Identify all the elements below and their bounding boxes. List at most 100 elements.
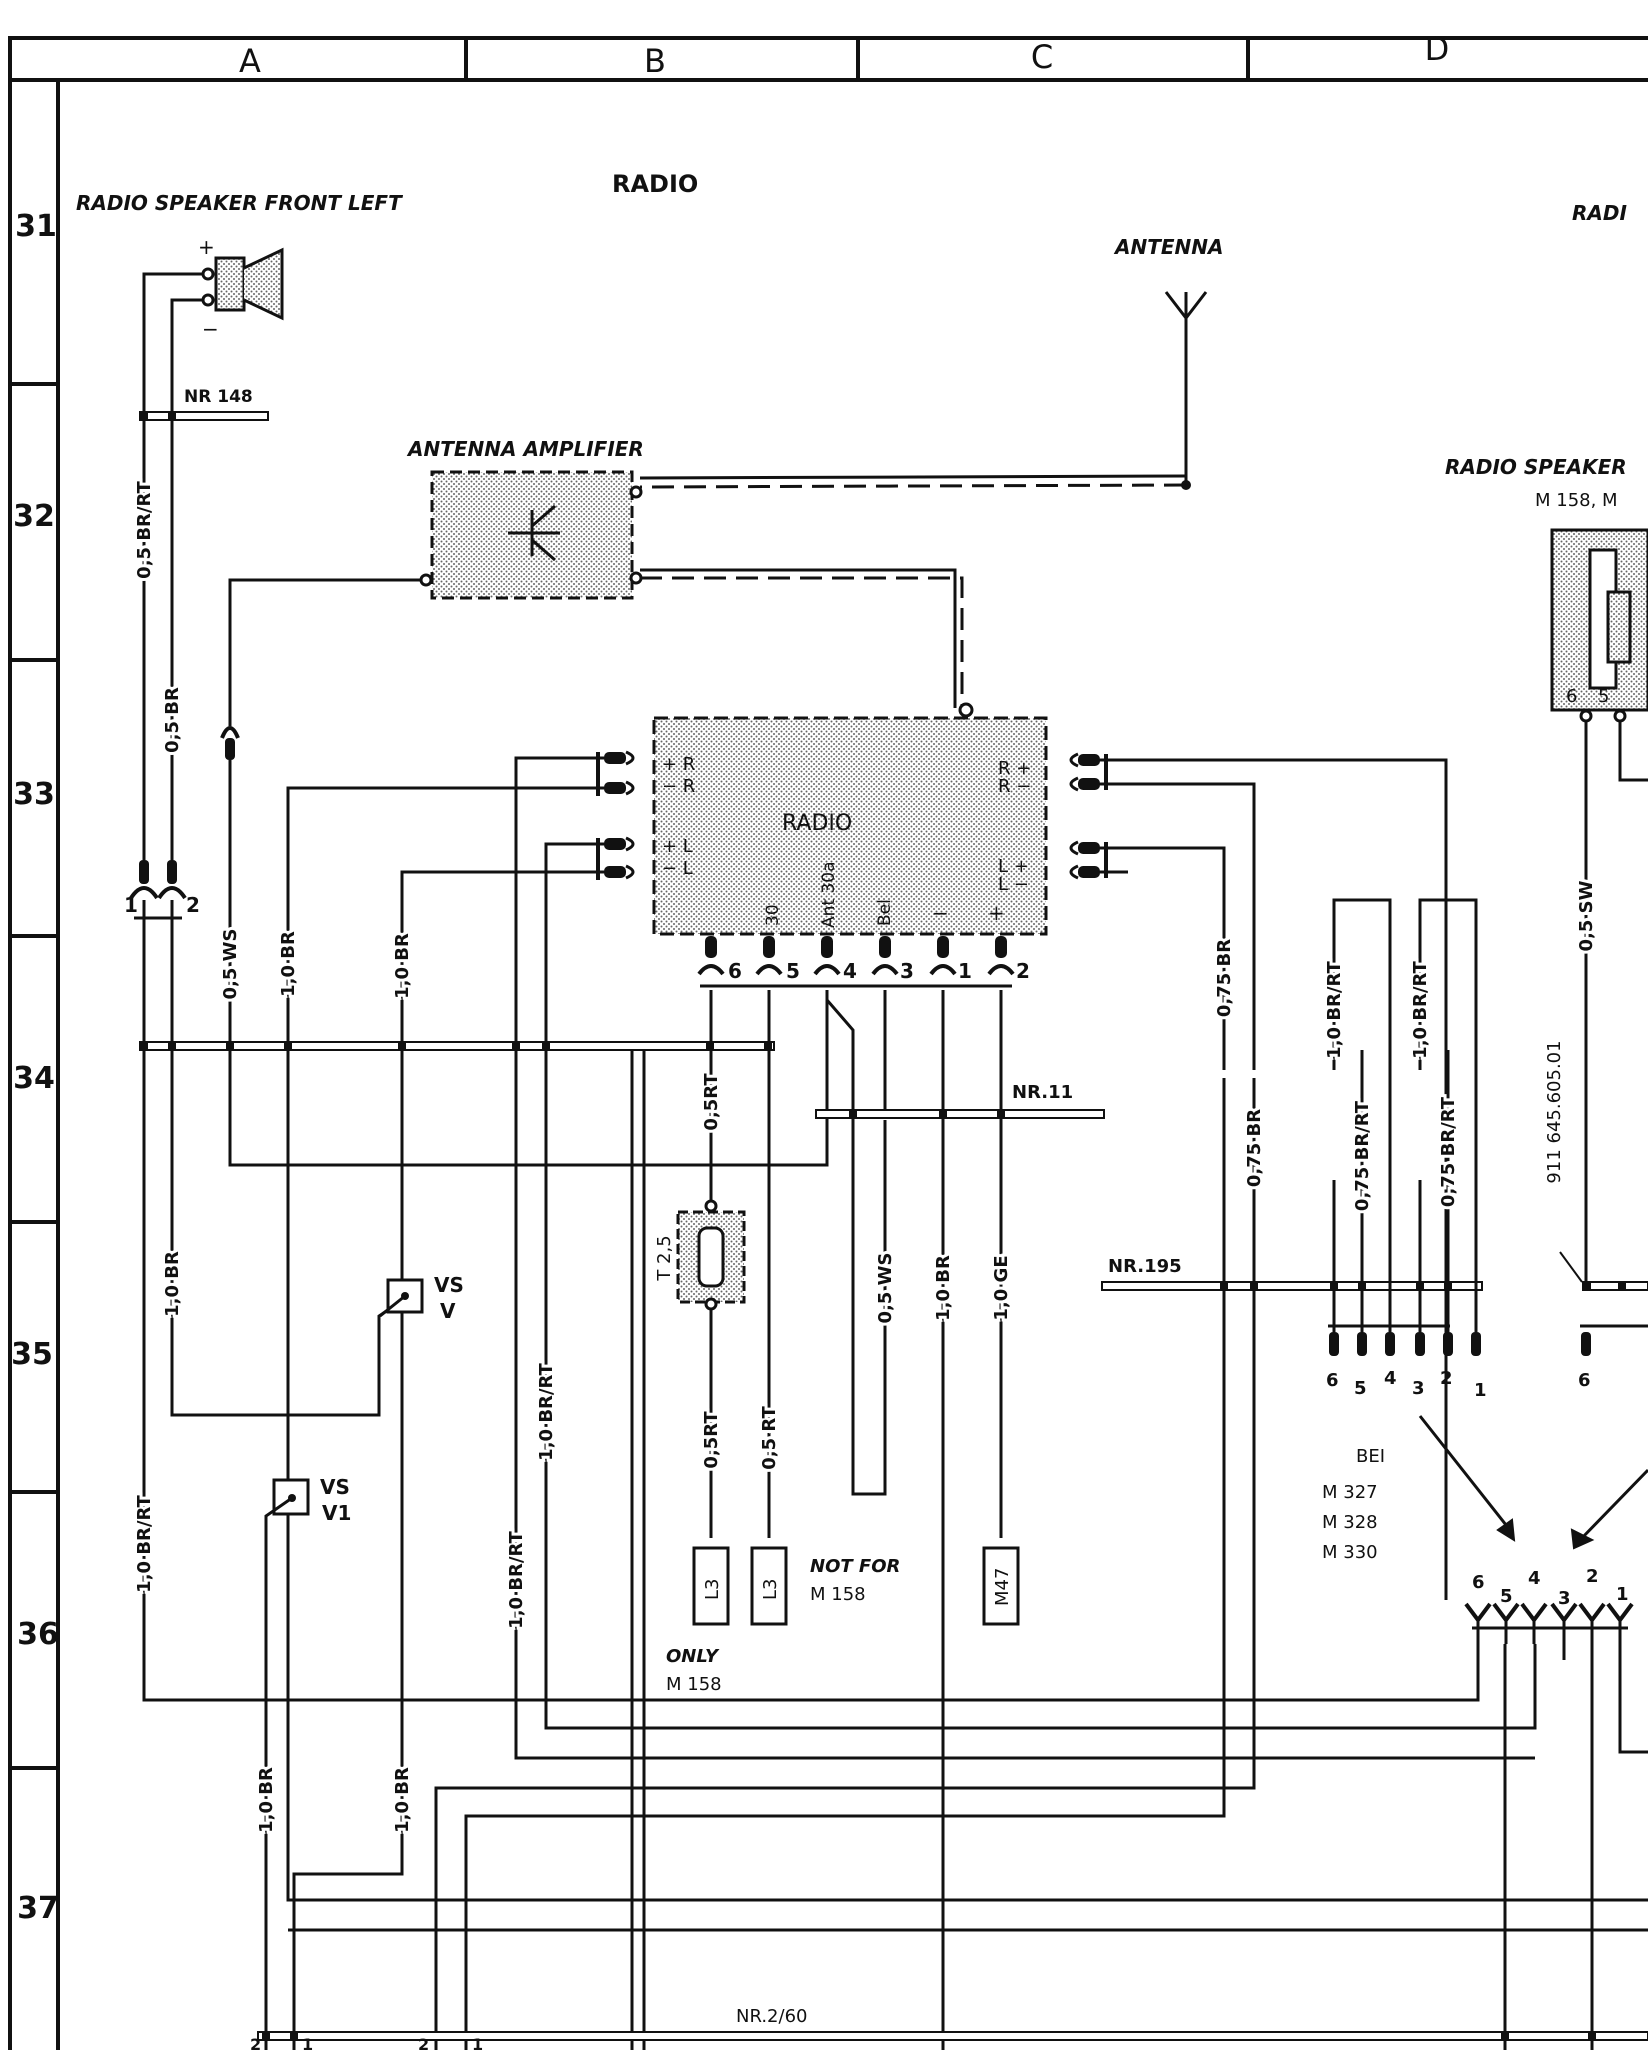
vs-v1-label-1: VS — [320, 1475, 350, 1499]
row-label-34: 34 — [13, 1061, 55, 1096]
note-notfor-line2: M 158 — [810, 1584, 866, 1605]
speaker-right: 6 5 6 — [1550, 528, 1648, 1391]
conn195-pin-2: 2 — [1440, 1368, 1453, 1389]
connector-36: 6 5 4 3 2 1 — [1464, 1566, 1634, 1644]
conn36-pin-1: 1 — [1616, 1584, 1629, 1605]
wire-label-075brrt-a: 0,75 BR/RT — [1352, 1100, 1373, 1211]
bottom-conn-b-1: 1 — [472, 2035, 483, 2050]
column-label-b: B — [644, 42, 666, 80]
bei-label: BEI — [1356, 1446, 1385, 1467]
wire-label-10br-e: 1,0 BR — [256, 1767, 277, 1833]
connector-1-2: 1 2 — [124, 860, 395, 1420]
conn195-pin-4: 4 — [1384, 1368, 1397, 1389]
radio-left-pin-r-minus: − R — [662, 776, 695, 797]
column-label-c: C — [1031, 38, 1053, 76]
harness-nr195: NR.195 6 5 4 3 2 1 — [1101, 898, 1487, 1401]
radio-left-pin-r-plus: + R — [662, 754, 695, 775]
conn36-pin-6: 6 — [1472, 1572, 1485, 1593]
radio-right-pin-l-minus: L − — [998, 874, 1029, 895]
harness-nr11-label: NR.11 — [1012, 1082, 1073, 1103]
harness-nr148: NR 148 — [139, 387, 269, 421]
wire-label-05ws: 0,5 WS — [220, 929, 241, 1000]
radio-right-pin-l-plus: L + — [998, 856, 1029, 877]
wire-label-10br-c: 1,0 BR — [162, 1251, 183, 1317]
radio-conn-1: 1 — [958, 959, 972, 983]
row-label-33: 33 — [13, 777, 55, 812]
note-notfor-line1: NOT FOR — [810, 1556, 900, 1577]
notes: ONLY M 158 NOT FOR M 158 — [666, 1556, 900, 1695]
bottom-conn-a-2: 2 — [250, 2035, 261, 2050]
bei-model-3: M 330 — [1322, 1542, 1378, 1563]
wires-lower — [142, 1050, 1648, 2050]
radio-bottom-connectors: 6 5 4 3 1 2 — [697, 936, 1030, 1115]
wire-label-10brrt-b: 1,0 BR/RT — [506, 1530, 527, 1628]
bottom-conn-b-2: 2 — [418, 2035, 429, 2050]
wire-label-10brrt-d: 1,0 BR/RT — [1324, 960, 1345, 1058]
radio-unit: RADIO + R − R + L − L R + R − L + L − 30… — [652, 716, 1048, 936]
radio-right-title: RADI — [1572, 201, 1627, 225]
radio-pin-30: 30 — [763, 904, 783, 926]
conn36-pin-3: 3 — [1558, 1588, 1571, 1609]
conn195-pin-3: 3 — [1412, 1378, 1425, 1399]
column-label-d: D — [1425, 30, 1450, 68]
speaker-right-pin-6: 6 — [1566, 686, 1577, 707]
wire-label-10br-f: 1,0 BR — [392, 1767, 413, 1833]
wire-label-10ge: 1,0 GE — [991, 1255, 1012, 1320]
conn195-pin-5: 5 — [1354, 1378, 1367, 1399]
wire-label-075br-b: 0,75 BR — [1244, 1109, 1265, 1187]
harness-nr148-label: NR 148 — [184, 387, 253, 407]
radio-conn-5: 5 — [786, 959, 800, 983]
wire-label-05brrt: 0,5 BR/RT — [134, 480, 155, 578]
column-labels: A B C D — [239, 30, 1449, 80]
harness-nr260-label: NR.2/60 — [736, 2006, 807, 2027]
row-label-35: 35 — [11, 1337, 53, 1372]
row-labels: 31 32 33 34 35 36 37 — [11, 209, 59, 1926]
radio-conn-6: 6 — [728, 959, 742, 983]
vs-v-label-1: VS — [434, 1273, 464, 1297]
radio-pin-plus: + — [988, 901, 1005, 925]
wire-label-10br-a: 1,0 BR — [278, 931, 299, 997]
connector-m47-label: M47 — [992, 1568, 1013, 1606]
antenna — [639, 291, 1208, 490]
radio-conn-2: 2 — [1016, 959, 1030, 983]
wire-label-10br-d: 1,0 BR — [933, 1255, 954, 1321]
bei-note: BEI M 327 M 328 M 330 — [1322, 1415, 1648, 1563]
radio-pin-bel: Bel — [875, 899, 895, 926]
note-only-line2: M 158 — [666, 1674, 722, 1695]
harness-nr195-label: NR.195 — [1108, 1256, 1182, 1277]
radio-unit-label: RADIO — [782, 811, 852, 836]
row-label-31: 31 — [15, 209, 57, 244]
antenna-amplifier — [220, 470, 974, 1167]
note-only-line1: ONLY — [666, 1646, 720, 1667]
connector-l3-a-label: L3 — [702, 1579, 723, 1600]
speaker-minus-label: − — [202, 317, 219, 341]
vs-v-label-2: V — [440, 1299, 456, 1323]
speaker-front-left-title: RADIO SPEAKER FRONT LEFT — [76, 191, 403, 215]
vs-connectors: VS V VS V1 — [264, 930, 1648, 1902]
wire-label-10brrt-a: 1,0 BR/RT — [536, 1362, 557, 1460]
connector-pin-2: 2 — [186, 893, 200, 917]
harness-34 — [139, 1041, 775, 2050]
conn195-pin-1: 1 — [1474, 1380, 1487, 1401]
antenna-amplifier-title: ANTENNA AMPLIFIER — [406, 437, 644, 461]
wire-label-05rt-c: 0,5 RT — [759, 1406, 780, 1470]
radio-conn-3: 3 — [900, 959, 914, 983]
connector-l3-b-label: L3 — [760, 1579, 781, 1600]
speaker-right-subtitle: M 158, M — [1535, 490, 1618, 511]
wire-labels: 0,5 BR/RT 0,5 BR 0,5 WS 1,0 BR 1,0 BR 1,… — [131, 477, 1600, 1835]
radio-left-pin-l-plus: + L — [662, 836, 693, 857]
row-label-37: 37 — [17, 1891, 59, 1926]
wires-center: NR.11 M47 L3 L3 — [676, 999, 1105, 2050]
speaker-right-conn-6: 6 — [1578, 1370, 1591, 1391]
wire-label-10brrt-c: 1,0 BR/RT — [134, 1494, 155, 1592]
harness-nr260: NR.2/60 2 1 2 1 — [250, 2006, 1648, 2050]
bei-model-2: M 328 — [1322, 1512, 1378, 1533]
column-label-a: A — [239, 42, 261, 80]
connector-pin-1: 1 — [124, 893, 138, 917]
wire-label-075brrt-b: 0,75 BR/RT — [1438, 1096, 1459, 1207]
vs-v1-label-2: V1 — [322, 1501, 351, 1525]
wire-label-05rt-b: 0,5RT — [701, 1411, 722, 1469]
radio-right-connectors — [1069, 752, 1448, 1600]
radio-left-connectors — [286, 750, 635, 1046]
